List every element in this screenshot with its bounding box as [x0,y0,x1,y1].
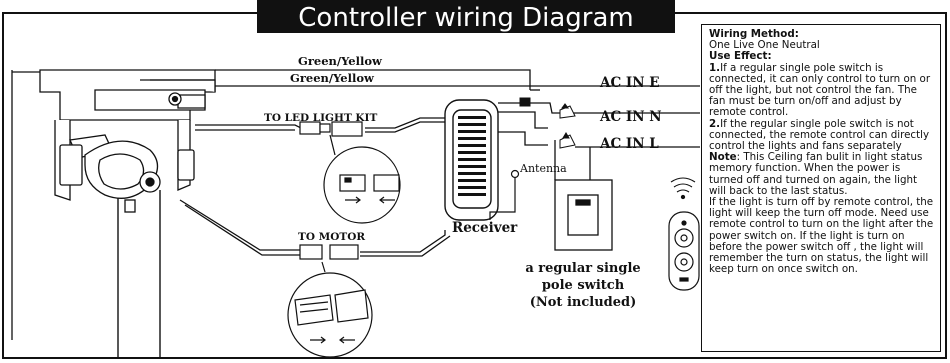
wire-label-led: TO LED LIGHT KIT [264,112,377,124]
wall-switch [554,179,613,251]
item-2-text: If the regular single pole switch is not… [709,117,930,153]
motor-wire [179,199,451,257]
led-connector-detail [323,134,401,224]
note-text: : This Ceiling fan bulit in light status… [709,151,923,197]
remote-control [668,211,700,291]
switch-caption-line2: pole switch [542,278,625,293]
wire-label-motor: TO MOTOR [298,231,365,243]
note-paragraph-2: If the light is turn off by remote contr… [709,196,934,276]
fan-pole [117,190,161,358]
signal-icon [670,177,696,200]
receiver-unit [444,99,499,221]
wiring-method-text: One Live One Neutral [709,39,820,52]
motor-connector [299,244,359,260]
item-1-number: 1. [709,61,721,74]
info-panel: Wiring Method: One Live One Neutral Use … [701,24,941,352]
wiring-method-heading: Wiring Method: [709,28,799,40]
item-1-text: If a regular single pole switch is conne… [709,61,931,119]
motor-connector-detail [287,261,373,358]
ac-in-e-label: AC IN E [599,75,660,91]
ac-in-l-label: AC IN L [599,136,659,152]
title-banner [257,0,675,33]
wire-label-green-yellow-1: Green/Yellow [298,54,383,68]
diagram-title: Controller wiring Diagram [298,3,633,33]
wire-nuts [519,97,576,149]
antenna-wire [489,169,520,220]
note-label: Note [709,151,737,164]
antenna-label: Antenna [519,162,567,175]
ground-wires [11,69,545,340]
wire-label-green-yellow-2: Green/Yellow [290,71,375,85]
receiver-label: Receiver [452,220,518,236]
switch-caption-line3: (Not included) [530,295,637,310]
note-paragraph: Note: This Ceiling fan bulit in light st… [709,152,934,197]
use-effect-heading: Use Effect: [709,50,772,63]
mounting-bracket [39,69,216,213]
led-connector [299,121,363,137]
use-effect-item-1: 1.If a regular single pole switch is con… [709,61,934,119]
use-effect-item-2: 2.If the regular single pole switch is n… [709,117,934,153]
ac-in-n-label: AC IN N [599,109,662,125]
switch-caption-line1: a regular single [525,261,640,276]
item-2-number: 2. [709,117,721,130]
